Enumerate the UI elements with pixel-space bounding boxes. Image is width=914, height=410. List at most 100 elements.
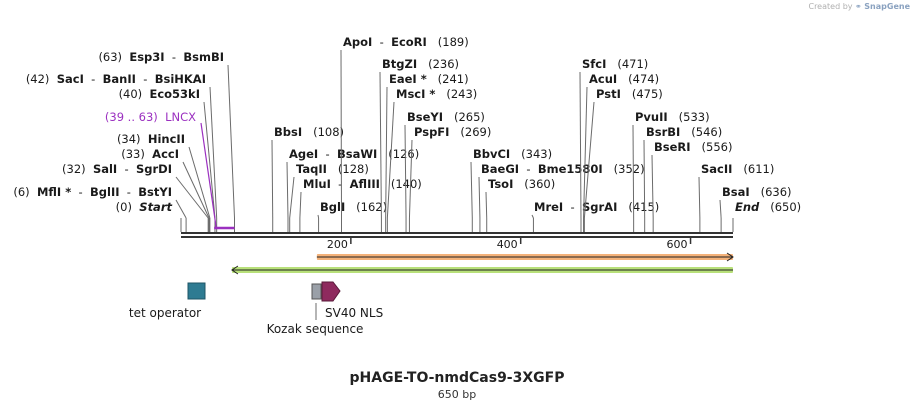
site-label: (34) HincII [117, 132, 185, 146]
primer-leader [200, 122, 217, 228]
cut-site-15: EaeI * (241) [385, 72, 469, 232]
site-leader [632, 124, 635, 219]
cut-site-14: BtgZI (236) [379, 57, 459, 232]
site-label: (6) MflI * - BglII - BstYI [13, 185, 172, 199]
site-label: BbvCI (343) [473, 147, 552, 161]
ruler-tick-200: 200 [327, 237, 352, 251]
feature-tet-operator: tet operator [129, 282, 206, 320]
cut-site-4: (34) HincII [117, 132, 211, 232]
plasmid-length: 650 bp [437, 388, 477, 401]
site-label: PvuII (533) [635, 110, 710, 124]
site-label: PspFI (269) [414, 125, 491, 139]
site-leader [385, 86, 388, 219]
cut-site-2: (32) SalI - SgrDI [62, 162, 209, 232]
arrow-head-left-icon [231, 265, 239, 275]
ruler-tick-400: 400 [497, 237, 522, 251]
cut-site-29: SacII (611) [698, 162, 774, 232]
cut-site-23: SfcI (471) [579, 57, 648, 232]
cut-site-16: MscI * (243) [386, 87, 477, 232]
site-leader [386, 101, 395, 219]
ruler-tick-label: 400 [497, 238, 518, 251]
cut-site-11: MluI - AflIII (140) [299, 177, 422, 232]
site-label: BseRI (556) [654, 140, 732, 154]
cut-site-31: End (650) [732, 200, 801, 232]
feature-arrow-0 [316, 252, 734, 262]
cut-site-25: PstI (475) [583, 87, 663, 232]
cut-site-7: (63) Esp3I - BsmBI [98, 50, 236, 232]
site-leader [340, 49, 343, 219]
site-leader [583, 86, 588, 219]
site-leader [203, 101, 216, 219]
site-leader [175, 176, 209, 219]
cut-site-22: MreI - SgrAI (415) [531, 200, 659, 232]
site-label: (33) AccI [121, 147, 179, 161]
site-leader [408, 139, 413, 219]
site-label: TsoI (360) [488, 177, 555, 191]
cut-site-19: BbvCI (343) [470, 147, 552, 232]
site-label: (63) Esp3I - BsmBI [98, 50, 224, 64]
feature-sv40-nls: SV40 NLS [321, 281, 383, 320]
cut-site-27: BsrBI (546) [643, 125, 722, 232]
site-leader [271, 139, 274, 219]
site-leader [379, 71, 382, 219]
site-label: End (650) [735, 200, 801, 214]
ruler-tick-label: 600 [667, 238, 688, 251]
site-label: MscI * (243) [396, 87, 477, 101]
site-label: EaeI * (241) [389, 72, 469, 86]
plasmid-title: pHAGE-TO-nmdCas9-3XGFP [349, 370, 565, 386]
sv40-nls-label: SV40 NLS [325, 306, 383, 320]
snapgene-logo-icon: ⚭ [855, 2, 862, 11]
primer-label: (39 .. 63) LNCX [105, 110, 196, 124]
site-label: PstI (475) [596, 87, 663, 101]
feature-kozak: Kozak sequence [267, 283, 364, 336]
kozak-label: Kozak sequence [267, 322, 364, 336]
cut-site-30: BsaI (636) [719, 185, 792, 232]
site-label: MreI - SgrAI (415) [534, 200, 659, 214]
snapgene-credit: Created by ⚭ SnapGene [808, 2, 910, 11]
site-label: AgeI - BsaWI (126) [289, 147, 419, 161]
cut-site-3: (33) AccI [121, 147, 210, 232]
cut-site-6: (42) SacI - BanII - BsiHKAI [26, 72, 218, 232]
site-leader [227, 64, 236, 219]
site-label: (32) SalI - SgrDI [62, 162, 172, 176]
site-leader [531, 214, 534, 219]
cut-site-17: BseYI (265) [404, 110, 485, 232]
site-leader [299, 191, 302, 219]
cut-site-18: PspFI (269) [408, 125, 491, 232]
site-label: SacII (611) [701, 162, 774, 176]
cut-site-26: PvuII (533) [632, 110, 710, 232]
site-leader [719, 199, 722, 219]
cut-site-5: (40) Eco53kI [119, 87, 216, 232]
site-leader [188, 146, 211, 219]
sv40-nls-arrow-icon [321, 281, 341, 302]
site-leader [651, 154, 654, 219]
arrow-head-right-icon [726, 252, 734, 262]
cut-site-21: TsoI (360) [485, 177, 555, 232]
site-label: BsaI (636) [722, 185, 792, 199]
site-leader [317, 214, 320, 219]
site-label: TaqII (128) [296, 162, 369, 176]
cut-site-20: BaeGI - Bme1580I (352) [478, 162, 645, 232]
cut-site-24: AcuI (474) [583, 72, 659, 232]
cut-site-9: AgeI - BsaWI (126) [286, 147, 419, 232]
primer-lncx: (39 .. 63) LNCX [105, 110, 235, 230]
cut-site-12: BglI (162) [317, 200, 387, 232]
cut-site-0: (0) Start [116, 200, 182, 232]
site-leader [583, 101, 595, 219]
feature-arrow-1 [231, 265, 733, 275]
cut-site-13: ApoI - EcoRI (189) [340, 35, 469, 232]
site-leader [209, 86, 218, 219]
site-leader [478, 176, 481, 219]
site-label: BsrBI (546) [646, 125, 722, 139]
site-leader [485, 191, 488, 219]
site-leader [286, 161, 289, 219]
site-label: (40) Eco53kI [119, 87, 200, 101]
cut-site-10: TaqII (128) [289, 162, 369, 232]
tet-operator-label: tet operator [129, 306, 201, 320]
site-leader [643, 139, 646, 219]
credit-prefix: Created by [808, 2, 853, 11]
site-label: BbsI (108) [274, 125, 344, 139]
site-leader [698, 176, 701, 219]
cut-site-8: BbsI (108) [271, 125, 344, 232]
